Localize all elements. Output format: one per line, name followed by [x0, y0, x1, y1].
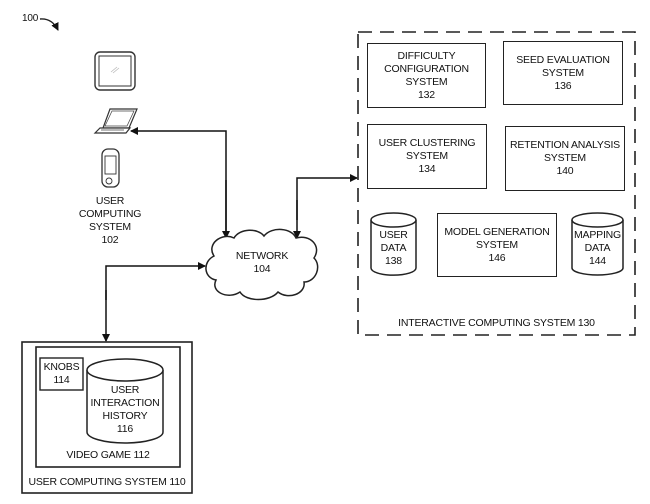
- label-line: 132: [418, 88, 435, 101]
- interaction-history-cylinder: [86, 358, 164, 444]
- label-line: MODEL GENERATION: [444, 225, 550, 238]
- user-computing-system-110-box: [21, 341, 193, 494]
- label-line: KNOBS: [43, 361, 80, 373]
- label-line: 104: [253, 263, 271, 275]
- label-line: SYSTEM: [542, 66, 584, 79]
- label-line: USER: [379, 228, 408, 241]
- label-line: SYSTEM: [405, 75, 448, 88]
- label-line: MAPPING: [573, 228, 622, 241]
- label-line: 134: [418, 163, 436, 175]
- connector-network-to-system-110: [105, 262, 206, 300]
- video-game-label: VIDEO GAME 112: [66, 449, 150, 461]
- figure-ref-arrow: [39, 18, 59, 31]
- label-line: HISTORY: [102, 410, 148, 422]
- label-line: NETWORK: [235, 250, 289, 262]
- interactive-computing-system-label: INTERACTIVE COMPUTING SYSTEM 130: [398, 317, 595, 329]
- seed-evaluation-system: SEED EVALUATION SYSTEM 136: [503, 41, 623, 105]
- label-line: DATA: [584, 241, 611, 254]
- retention-analysis-system: RETENTION ANALYSIS SYSTEM 140: [505, 126, 625, 191]
- label-line: SEED EVALUATION: [516, 53, 610, 66]
- label-line: USER: [110, 384, 140, 396]
- interactive-computing-system-boundary: [357, 31, 636, 336]
- figure-ref-label: 100: [22, 13, 39, 24]
- laptop-icon: [93, 108, 138, 134]
- model-generation-system: MODEL GENERATION SYSTEM 146: [437, 213, 557, 277]
- connector-network-to-system-130: [296, 174, 358, 220]
- knobs-box: [39, 357, 84, 391]
- label-line: 146: [488, 251, 506, 264]
- label-line: DIFFICULTY: [397, 49, 456, 62]
- label-line: SYSTEM: [476, 238, 518, 251]
- label-line: 102: [101, 234, 119, 246]
- label-line: 116: [116, 423, 134, 435]
- mapping-data-label: MAPPING DATA 144: [572, 226, 623, 270]
- phone-icon: [101, 148, 120, 188]
- user-data-label: USER DATA 138: [371, 226, 416, 270]
- knobs-label: KNOBS 114: [40, 358, 83, 390]
- label-line: COMPUTING: [78, 208, 142, 220]
- user-computing-system-110-label: USER COMPUTING SYSTEM 110: [28, 476, 186, 488]
- label-line: DATA: [380, 241, 407, 254]
- difficulty-configuration-system: DIFFICULTY CONFIGURATION SYSTEM 132: [367, 43, 486, 108]
- label-line: RETENTION ANALYSIS: [510, 139, 620, 151]
- label-line: 138: [385, 254, 402, 267]
- user-computing-system-102-label: USER COMPUTING SYSTEM 102: [70, 195, 150, 247]
- interaction-history-label: USER INTERACTION HISTORY 116: [87, 381, 163, 439]
- label-line: SYSTEM: [544, 152, 586, 164]
- label-line: 140: [556, 165, 574, 177]
- monitor-icon: [94, 51, 136, 91]
- label-line: CONFIGURATION: [384, 62, 469, 75]
- label-line: SYSTEM: [406, 150, 448, 162]
- label-line: 114: [53, 374, 70, 386]
- user-data-cylinder: [370, 212, 417, 276]
- video-game-box: [35, 346, 181, 468]
- label-line: USER CLUSTERING: [378, 137, 476, 149]
- label-line: SYSTEM: [89, 221, 131, 233]
- network-cloud: [205, 228, 319, 301]
- user-clustering-system: USER CLUSTERING SYSTEM 134: [367, 124, 487, 189]
- label-line: USER: [95, 195, 125, 207]
- network-label: NETWORK 104: [226, 250, 298, 276]
- label-line: 136: [554, 79, 572, 92]
- mapping-data-cylinder: [571, 212, 624, 276]
- label-line: INTERACTION: [90, 397, 160, 409]
- label-line: 144: [589, 254, 606, 267]
